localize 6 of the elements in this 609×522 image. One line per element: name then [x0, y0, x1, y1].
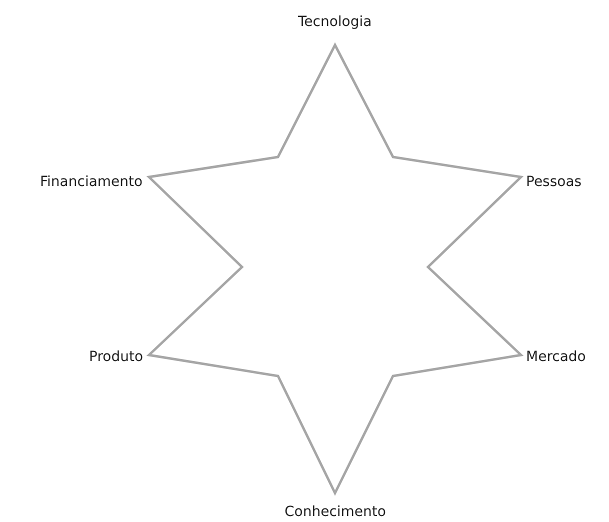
point-label: Tecnologia: [298, 13, 372, 31]
point-label: Mercado: [526, 348, 586, 366]
point-label: Financiamento: [40, 173, 143, 191]
point-label: Produto: [89, 348, 144, 366]
point-label: Pessoas: [526, 173, 582, 191]
point-label: Conhecimento: [284, 503, 386, 521]
